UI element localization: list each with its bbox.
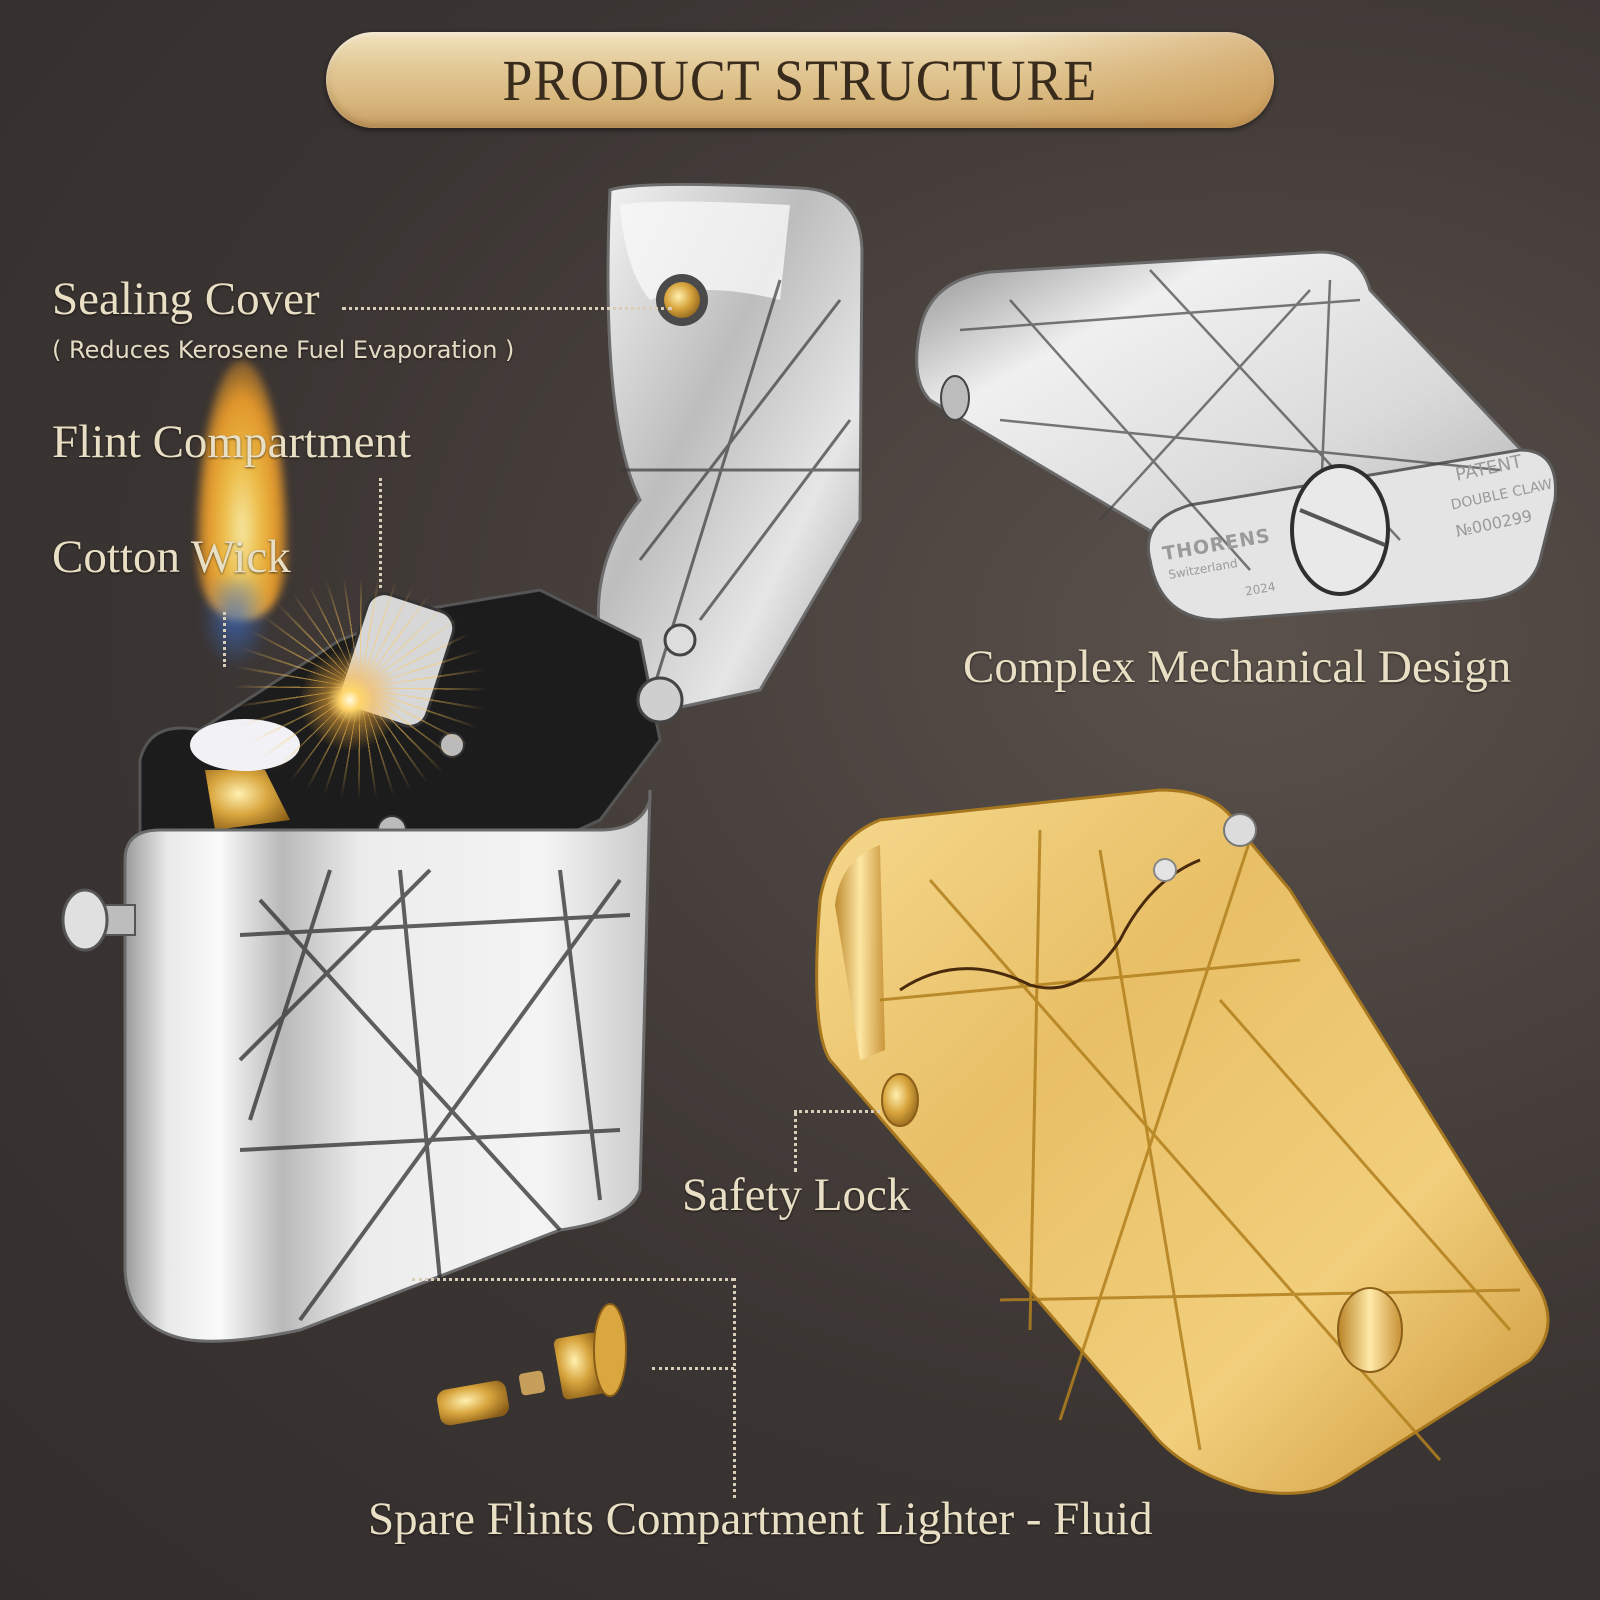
label-sealing-cover: Sealing Cover — [52, 273, 320, 325]
label-cotton-wick: Cotton Wick — [52, 531, 291, 583]
page-title: PRODUCT STRUCTURE — [502, 47, 1098, 113]
label-spare-flints-compartment: Spare Flints Compartment Lighter - Fluid — [368, 1493, 1153, 1545]
gold-lighter — [815, 788, 1550, 1495]
leader-safety-lock-v — [794, 1112, 797, 1172]
leader-flint-compartment — [379, 478, 382, 588]
spare-flint-parts — [436, 1303, 627, 1426]
title-banner: PRODUCT STRUCTURE — [326, 32, 1274, 128]
leader-spare-flints-mid — [652, 1367, 734, 1370]
label-flint-compartment: Flint Compartment — [52, 416, 412, 468]
leader-spare-flints-top — [412, 1278, 734, 1281]
leader-sealing-cover — [342, 307, 672, 310]
label-sealing-cover-note: ( Reduces Kerosene Fuel Evaporation ) — [52, 336, 515, 364]
closed-silver-lighter — [915, 250, 1558, 622]
spark-burst-graphic — [290, 640, 410, 760]
leader-safety-lock-h — [794, 1110, 880, 1113]
leader-spare-flints-v — [733, 1278, 736, 1498]
leader-cotton-wick — [223, 612, 226, 667]
label-complex-mechanical-design: Complex Mechanical Design — [963, 641, 1512, 693]
label-safety-lock: Safety Lock — [682, 1169, 911, 1221]
